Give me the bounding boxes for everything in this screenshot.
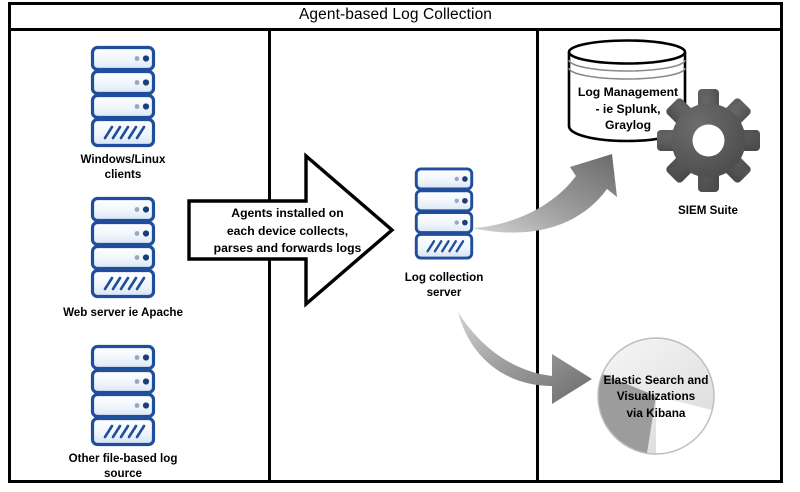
- collector-label-log-collection-server: Log collection server: [404, 271, 484, 300]
- process-arrow-text: Agents installed on each device collects…: [213, 206, 362, 256]
- source-label-windows-linux-clients: Windows/Linux clients: [80, 153, 166, 182]
- curved-arrow-down-right-icon: [440, 296, 620, 406]
- diagram-frame: [8, 2, 783, 483]
- server-icon: [90, 344, 156, 447]
- source-label-other-file-based-log-source: Other file-based log source: [68, 452, 178, 481]
- destination-label-siem-suite: SIEM Suite: [678, 204, 738, 217]
- gear-icon: [656, 88, 761, 193]
- pie-chart-icon: [596, 336, 716, 456]
- server-icon: [90, 196, 156, 299]
- curved-arrow-up-right-icon: [470, 140, 650, 250]
- destination-text-log-management: Log Management - ie Splunk, Graylog: [577, 85, 679, 133]
- panel-divider-2: [536, 31, 539, 481]
- server-icon: [90, 45, 156, 148]
- right-arrow-shape: [186, 150, 398, 310]
- server-icon: [414, 166, 474, 261]
- source-label-web-server: Web server ie Apache: [63, 306, 183, 319]
- database-cylinder-icon: [566, 38, 690, 143]
- page-title: Agent-based Log Collection: [298, 6, 493, 24]
- diagram-title-bar: Agent-based Log Collection: [8, 2, 783, 31]
- destination-text-elastic-search: Elastic Search and Visualizations via Ki…: [603, 373, 709, 420]
